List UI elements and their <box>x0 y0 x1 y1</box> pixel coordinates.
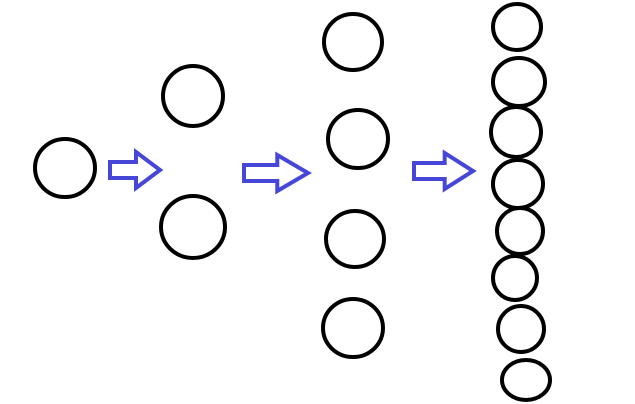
stage-3-node <box>324 209 386 269</box>
stage-2-node <box>159 194 227 260</box>
stage-3-node <box>326 108 390 170</box>
stage-1-node <box>33 137 97 199</box>
right-arrow-icon <box>412 149 477 193</box>
right-arrow-icon <box>108 148 164 192</box>
stage-4-node <box>491 56 547 108</box>
stage-4-node <box>491 158 545 210</box>
stage-2-node <box>161 64 225 128</box>
stage-4-node <box>500 358 552 402</box>
stage-4-node <box>496 304 546 354</box>
stage-4-node <box>489 105 543 159</box>
stage-4-node <box>495 206 545 256</box>
right-arrow-icon <box>242 151 312 195</box>
stage-4-node <box>491 2 543 52</box>
stage-3-node <box>321 297 385 359</box>
stage-3-node <box>322 12 384 72</box>
stage-4-node <box>491 254 539 302</box>
